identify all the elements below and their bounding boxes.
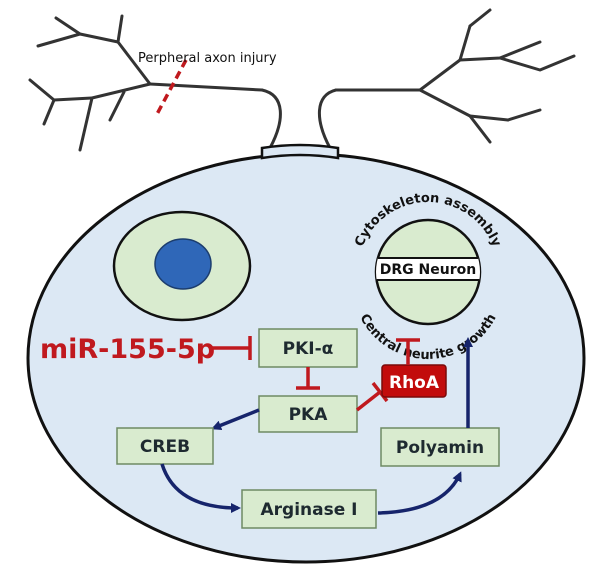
activate-creb-arginase xyxy=(160,463,241,513)
axon-main xyxy=(334,24,472,92)
drg-neuron-emblem: DRG Neuron Cytoskeleton assembly Central… xyxy=(352,191,504,363)
inhibit-rhoa-drg xyxy=(396,338,420,365)
inhibit-pka-rhoa xyxy=(355,381,389,412)
arginase-node xyxy=(241,489,377,529)
arginase-label: Arginase I xyxy=(260,500,357,520)
axon-twig xyxy=(498,54,576,72)
polyamin-label: Polyamin xyxy=(396,438,484,458)
left-dendrite-branch xyxy=(116,14,152,86)
activate-pka-creb xyxy=(211,408,260,431)
soma-neck xyxy=(260,88,282,150)
mirna-label: miR-155-5p xyxy=(40,334,215,365)
rhoa-label: RhoA xyxy=(389,373,440,393)
rhoa-node xyxy=(381,364,447,398)
inhibit-pki-pka xyxy=(296,367,320,390)
drg-neuron-label: DRG Neuron xyxy=(380,262,476,278)
axon-lower xyxy=(468,114,492,144)
left-dendrite-main xyxy=(148,82,264,92)
soma-top xyxy=(260,143,340,160)
creb-label: CREB xyxy=(140,437,190,457)
nucleus-core xyxy=(154,238,212,290)
left-dendrite-twig xyxy=(42,98,56,126)
injury-cut-mark xyxy=(154,59,188,117)
axon-lower xyxy=(418,88,510,122)
injury-label: Perpheral axon injury xyxy=(138,51,277,66)
left-dendrite-lower xyxy=(78,82,152,152)
pka-label: PKA xyxy=(289,405,329,425)
activate-arginase-polyamin xyxy=(377,471,462,515)
left-dendrite-lower xyxy=(28,78,94,102)
pka-node xyxy=(258,395,358,433)
axon-twig xyxy=(468,8,492,28)
neuron-outline xyxy=(28,8,576,152)
polyamin-node xyxy=(380,427,500,467)
pki-alpha-label: PKI-α xyxy=(283,339,334,359)
inhibit-mirna-pki xyxy=(212,336,252,360)
left-dendrite-twig xyxy=(54,16,82,36)
left-dendrite-twig xyxy=(36,32,120,48)
creb-node xyxy=(116,427,214,465)
axon-twig xyxy=(506,108,542,122)
left-dendrite-twig xyxy=(108,90,126,122)
soma-neck xyxy=(317,88,338,150)
